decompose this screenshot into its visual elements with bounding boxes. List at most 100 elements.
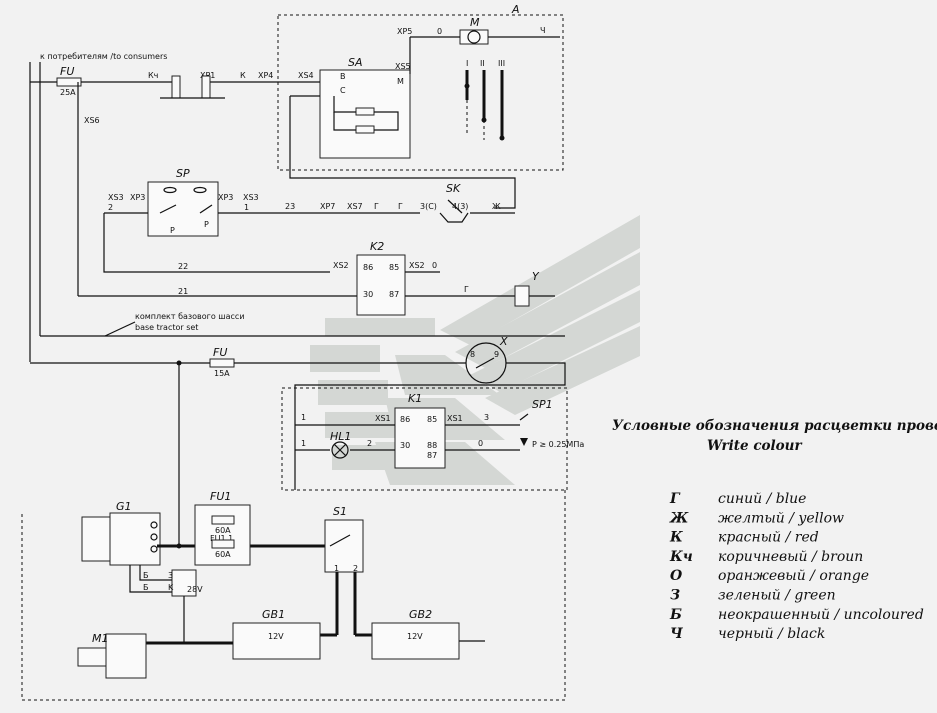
svg-text:85: 85 <box>389 263 399 272</box>
svg-text:3(C): 3(C) <box>420 202 437 211</box>
svg-text:2: 2 <box>353 564 358 573</box>
regulator: 28V 3 K Б Б <box>129 565 203 597</box>
svg-text:86: 86 <box>363 263 373 272</box>
svg-text:0: 0 <box>478 439 483 448</box>
m1-starter: M1 <box>77 632 147 679</box>
svg-text:FU1.1: FU1.1 <box>210 534 233 543</box>
svg-text:FU: FU <box>60 65 74 78</box>
svg-text:30: 30 <box>400 441 410 450</box>
svg-text:XS1: XS1 <box>375 414 391 423</box>
svg-text:22: 22 <box>178 262 188 271</box>
legend-symbol: Ч <box>670 626 684 642</box>
svg-text:XP5: XP5 <box>397 27 412 36</box>
svg-text:Б: Б <box>143 583 149 592</box>
k2-relay <box>356 254 406 316</box>
svg-text:G1: G1 <box>116 500 132 513</box>
svg-text:XP3: XP3 <box>130 193 145 202</box>
svg-text:XS3: XS3 <box>243 193 259 202</box>
s1-switch <box>324 519 364 573</box>
svg-text:XS5: XS5 <box>395 62 411 71</box>
svg-text:86: 86 <box>400 415 410 424</box>
svg-text:3: 3 <box>168 571 173 580</box>
base-set-en: base tractor set <box>135 323 198 332</box>
svg-text:I: I <box>466 59 468 68</box>
svg-text:K1: K1 <box>408 392 422 405</box>
hl1-lamp: HL1 <box>330 430 351 459</box>
svg-text:XP4: XP4 <box>258 71 273 80</box>
fu-15a: FU 15A <box>209 346 235 378</box>
base-set-ru: комплект базового шасси <box>135 312 245 321</box>
svg-text:XP3: XP3 <box>218 193 233 202</box>
svg-text:S1: S1 <box>333 505 347 518</box>
legend-description: коричневый / broun <box>718 549 863 565</box>
svg-text:SP: SP <box>176 167 190 180</box>
svg-text:30: 30 <box>363 290 373 299</box>
svg-text:3: 3 <box>484 413 489 422</box>
svg-text:0: 0 <box>432 261 437 270</box>
k1-relay <box>394 407 446 469</box>
svg-text:XS1: XS1 <box>447 414 463 423</box>
svg-text:85: 85 <box>427 415 437 424</box>
svg-text:Б: Б <box>143 571 149 580</box>
svg-text:XS4: XS4 <box>298 71 314 80</box>
block-a-label: A <box>511 3 520 16</box>
svg-text:87: 87 <box>427 451 437 460</box>
motor-m: M Ч <box>459 16 560 45</box>
gb2-battery <box>371 622 460 660</box>
legend-description: красный / red <box>718 530 819 546</box>
legend-symbol: Кч <box>669 549 693 565</box>
svg-text:60A: 60A <box>215 526 231 535</box>
svg-text:88: 88 <box>427 441 437 450</box>
svg-text:1: 1 <box>334 564 339 573</box>
consumers-label: к потребителям /to consumers <box>40 52 167 61</box>
svg-text:С: С <box>340 86 346 95</box>
svg-text:Ч: Ч <box>540 26 545 35</box>
k1-block-frame <box>281 387 568 491</box>
svg-text:1: 1 <box>301 413 306 422</box>
svg-text:М: М <box>397 77 404 86</box>
legend-symbol: К <box>669 530 683 546</box>
svg-text:FU: FU <box>213 346 227 359</box>
svg-text:K: K <box>168 583 174 592</box>
svg-text:Г: Г <box>374 202 379 211</box>
sp1-sensor: SP1 P ≥ 0.25МПа <box>519 398 584 449</box>
svg-text:X: X <box>499 335 508 348</box>
svg-text:8: 8 <box>470 350 475 359</box>
svg-text:К: К <box>240 71 246 80</box>
g1-generator: G1 <box>81 500 161 566</box>
svg-text:SA: SA <box>348 56 363 69</box>
legend-title-line2: Write colour <box>707 438 802 454</box>
svg-text:1: 1 <box>301 439 306 448</box>
svg-text:12V: 12V <box>268 632 284 641</box>
svg-text:Y: Y <box>532 270 540 283</box>
svg-text:III: III <box>498 59 505 68</box>
svg-text:25A: 25A <box>60 88 76 97</box>
svg-text:0: 0 <box>437 27 442 36</box>
legend-title-line1: Условные обозначения расцветки проводов … <box>612 418 937 434</box>
svg-text:HL1: HL1 <box>330 430 351 443</box>
svg-text:GB2: GB2 <box>409 608 432 621</box>
svg-text:XS6: XS6 <box>84 116 100 125</box>
svg-text:В: В <box>340 72 346 81</box>
svg-text:II: II <box>480 59 485 68</box>
svg-text:2: 2 <box>108 203 113 212</box>
legend-description: желтый / yellow <box>718 510 844 526</box>
svg-text:SP1: SP1 <box>532 398 553 411</box>
legend-symbol: Г <box>669 491 681 507</box>
svg-text:Кч: Кч <box>148 71 158 80</box>
legend-description: неокрашенный / uncoloured <box>718 607 924 623</box>
svg-text:XS7: XS7 <box>347 202 363 211</box>
mode-positions: I II III <box>464 59 505 141</box>
svg-text:SK: SK <box>446 182 461 195</box>
svg-text:XS3: XS3 <box>108 193 124 202</box>
svg-text:XS2: XS2 <box>333 261 349 270</box>
legend-description: оранжевый / orange <box>718 568 869 584</box>
svg-text:P: P <box>170 226 175 235</box>
svg-text:Г: Г <box>398 202 403 211</box>
svg-text:K2: K2 <box>370 240 384 253</box>
svg-text:2: 2 <box>367 439 372 448</box>
gb1-battery <box>232 622 321 660</box>
y-valve: Y <box>514 270 555 307</box>
svg-text:FU1: FU1 <box>210 490 231 503</box>
